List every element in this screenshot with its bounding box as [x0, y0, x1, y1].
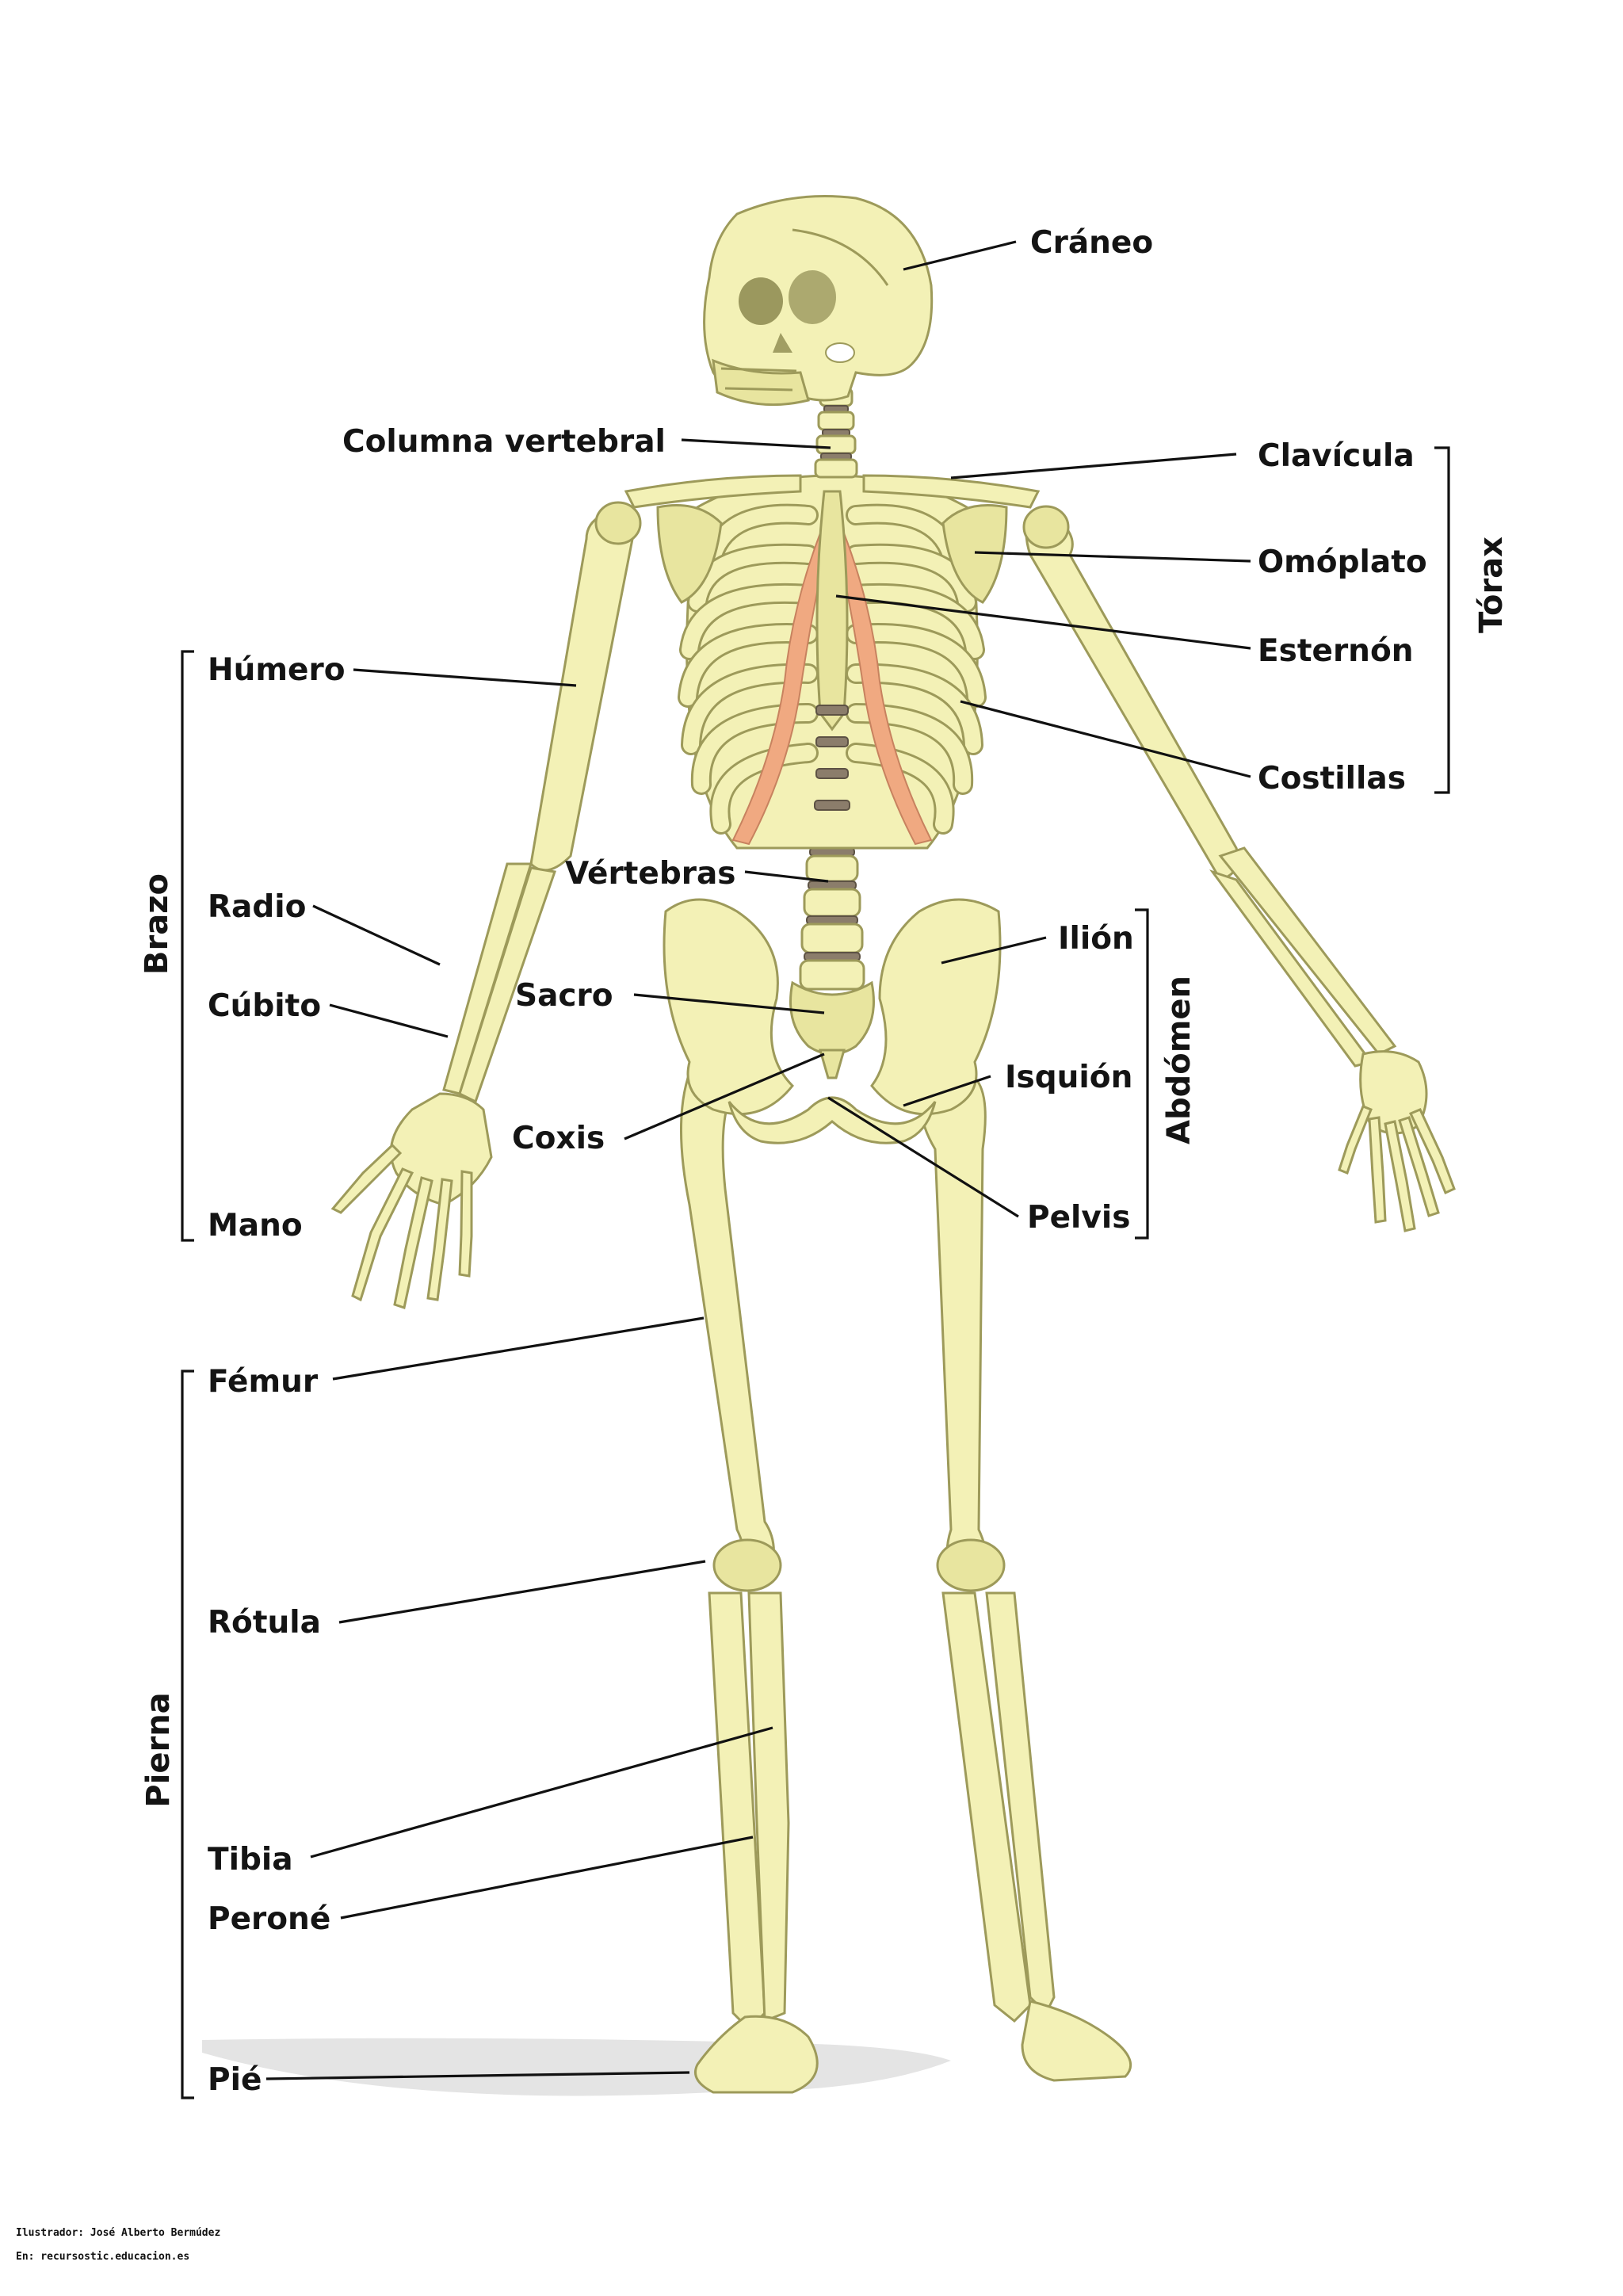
- group-label-torax: Tórax: [1473, 537, 1510, 633]
- leader-craneo: [903, 240, 1017, 271]
- leader-omoplato: [974, 551, 1251, 563]
- bracket-pierna: [181, 1370, 194, 2099]
- leader-columna: [681, 438, 831, 449]
- label-vertebras: Vértebras: [565, 856, 736, 892]
- leader-pelvis: [827, 1096, 1019, 1218]
- leader-vertebras: [744, 870, 829, 883]
- left-arm: [330, 501, 642, 1309]
- leader-sacro: [633, 993, 825, 1014]
- leader-rotula: [338, 1560, 706, 1624]
- bracket-torax: [1434, 446, 1450, 794]
- label-sacro: Sacro: [515, 978, 613, 1014]
- leader-humero: [353, 668, 577, 687]
- leader-costillas: [960, 700, 1251, 778]
- credit-source: En: recursostic.educacion.es: [16, 2251, 190, 2263]
- leader-femur: [332, 1316, 705, 1381]
- group-label-abdomen: Abdómen: [1161, 976, 1197, 1144]
- label-pelvis: Pelvis: [1027, 1200, 1131, 1236]
- leader-cubito: [329, 1003, 449, 1038]
- label-pie: Pié: [208, 2062, 262, 2098]
- group-label-pierna: Pierna: [140, 1692, 177, 1808]
- label-mano: Mano: [208, 1208, 303, 1244]
- rib-cage: [678, 474, 987, 850]
- leader-esternon: [835, 594, 1251, 650]
- pelvis-bones: [663, 898, 1002, 1144]
- bracket-abdomen: [1135, 908, 1149, 1240]
- leader-clavicula: [950, 453, 1237, 479]
- label-omoplato: Omóplato: [1258, 544, 1427, 580]
- label-perone: Peroné: [208, 1901, 331, 1937]
- leader-perone: [340, 1836, 754, 1920]
- leader-ilion: [941, 936, 1047, 965]
- label-clavicula: Clavícula: [1258, 438, 1415, 474]
- right-leg: [919, 1076, 1132, 2082]
- label-craneo: Cráneo: [1030, 225, 1154, 261]
- label-tibia: Tibia: [208, 1842, 293, 1878]
- label-femur: Fémur: [208, 1364, 319, 1400]
- left-leg: [679, 1076, 819, 2094]
- skull: [703, 195, 934, 407]
- credit-illustrator: Ilustrador: José Alberto Bermúdez: [16, 2227, 221, 2239]
- right-arm: [1022, 505, 1456, 1232]
- leader-radio: [312, 904, 441, 966]
- label-radio: Radio: [208, 889, 307, 925]
- leader-coxis: [624, 1052, 825, 1140]
- leader-pie: [265, 2071, 690, 2080]
- label-humero: Húmero: [208, 652, 346, 688]
- leader-isquion: [903, 1075, 991, 1107]
- label-coxis: Coxis: [512, 1121, 605, 1156]
- label-costillas: Costillas: [1258, 761, 1406, 797]
- group-label-brazo: Brazo: [139, 873, 175, 975]
- label-isquion: Isquión: [1005, 1060, 1133, 1095]
- leader-tibia: [310, 1726, 773, 1859]
- bracket-brazo: [181, 650, 194, 1242]
- label-esternon: Esternón: [1258, 633, 1414, 669]
- label-rotula: Rótula: [208, 1605, 321, 1641]
- shoulder-girdle: [624, 474, 1041, 604]
- label-cubito: Cúbito: [208, 988, 322, 1024]
- label-columna-vertebral: Columna vertebral: [342, 424, 666, 460]
- label-ilion: Ilión: [1058, 921, 1134, 957]
